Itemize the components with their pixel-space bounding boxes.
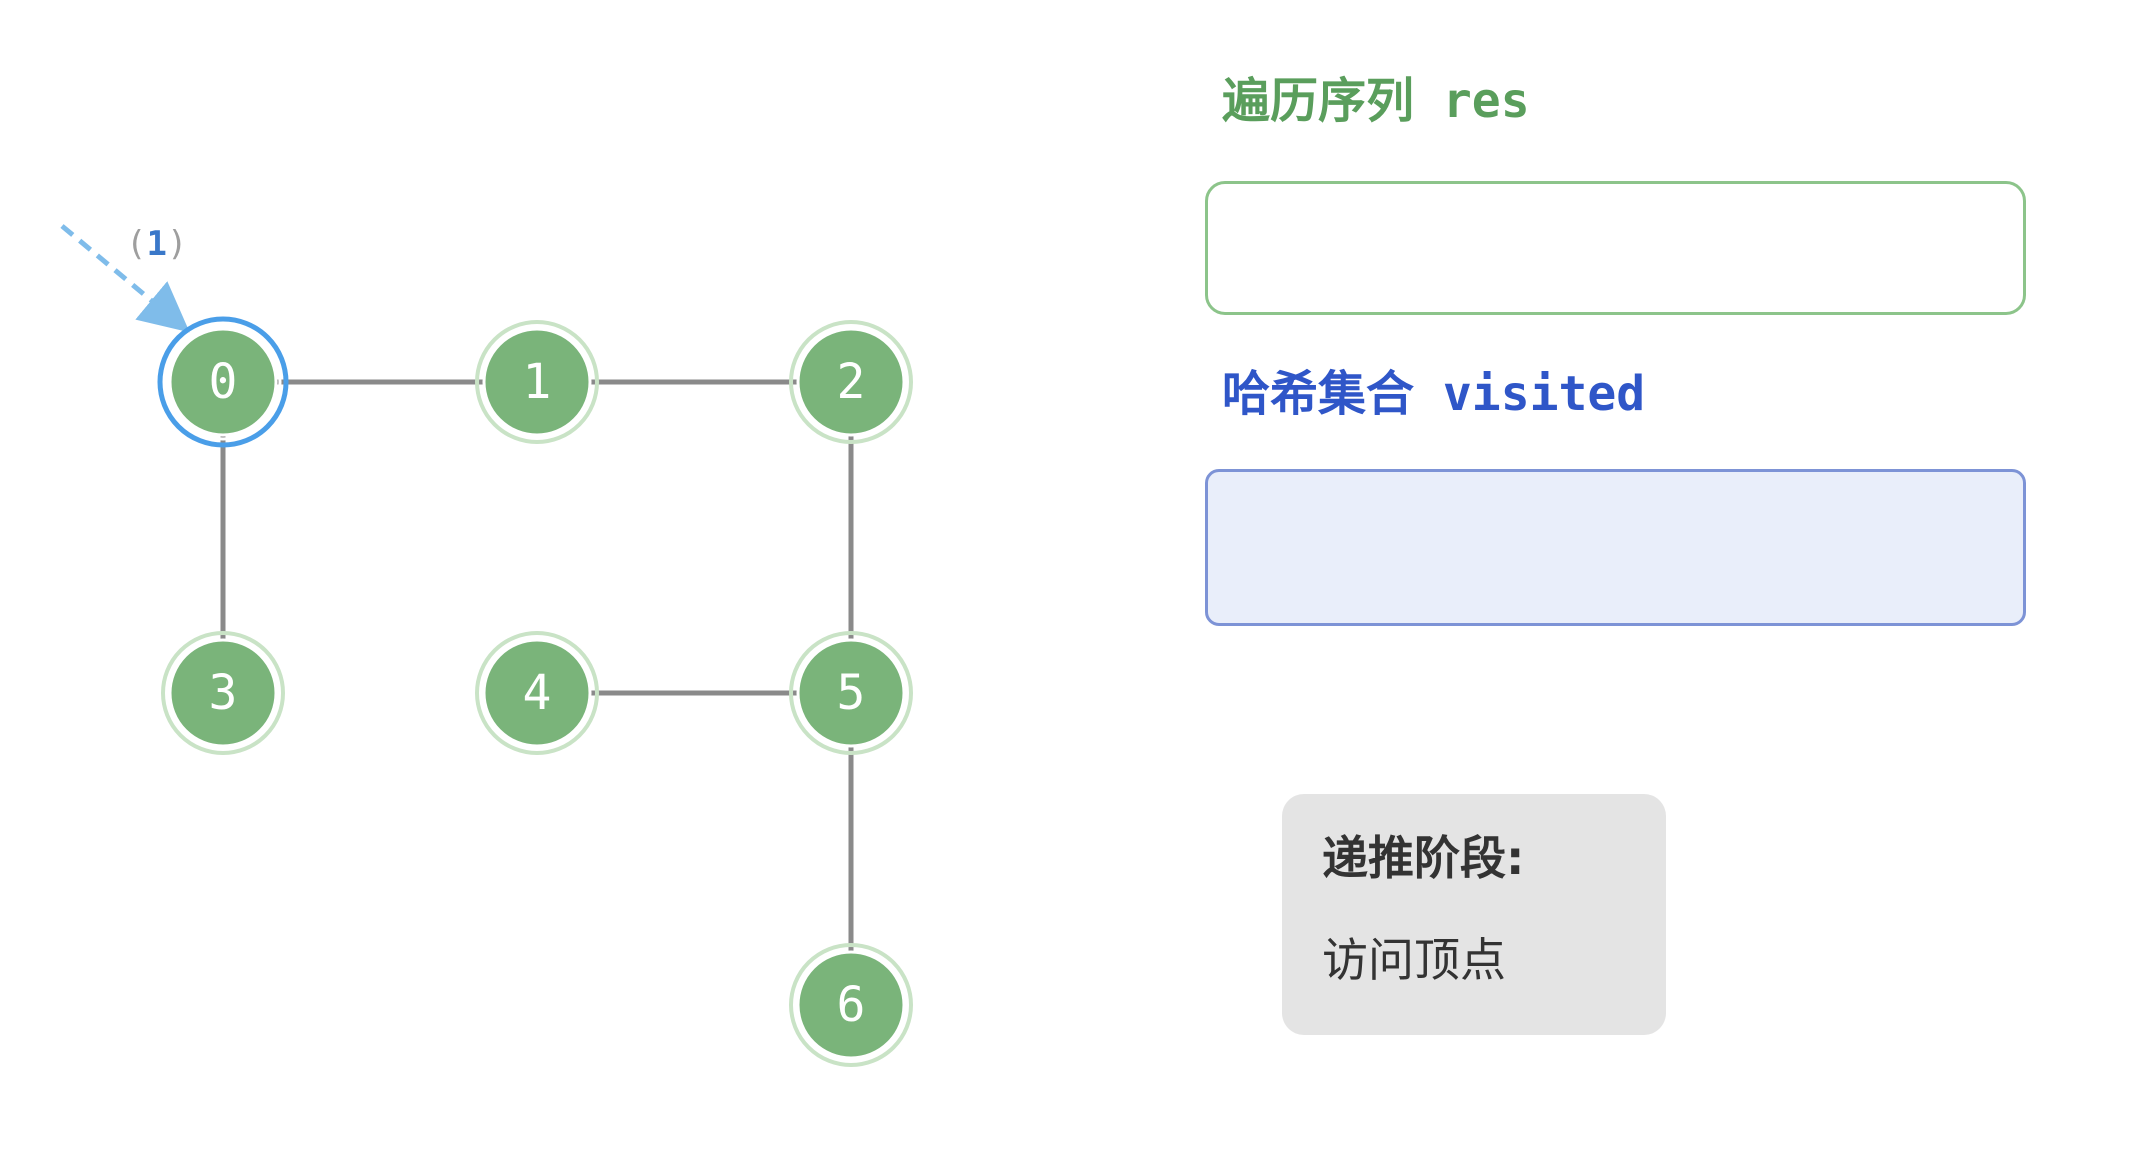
graph-node-4: 4 <box>475 631 599 755</box>
graph-node-6: 6 <box>789 943 913 1067</box>
step-marker-label: (1) <box>126 224 187 264</box>
step-marker-close: ) <box>166 224 188 264</box>
graph-node-2: 2 <box>789 320 913 444</box>
graph-node-1: 1 <box>475 320 599 444</box>
graph-node-0: 0 <box>157 316 289 448</box>
res-container <box>1205 181 2026 315</box>
phase-action: 访问顶点 <box>1322 933 1506 987</box>
graph-node-1-label: 1 <box>523 354 552 410</box>
visited-title: 哈希集合 visited <box>1222 366 1646 422</box>
graph-node-6-label: 6 <box>837 977 866 1033</box>
graph-node-0-label: 0 <box>209 354 238 410</box>
graph-node-2-label: 2 <box>837 354 866 410</box>
phase-panel <box>1282 794 1666 1035</box>
graph-nodes: 0 1 2 3 4 5 6 <box>157 316 913 1067</box>
step-marker-number: 1 <box>146 224 167 264</box>
graph-node-3: 3 <box>161 631 285 755</box>
graph-node-5: 5 <box>789 631 913 755</box>
visited-container <box>1205 469 2026 626</box>
graph-node-4-label: 4 <box>523 665 552 721</box>
graph-node-3-label: 3 <box>209 665 238 721</box>
graph-node-5-label: 5 <box>837 665 866 721</box>
step-marker-open: ( <box>126 224 147 264</box>
res-title: 遍历序列 res <box>1222 73 1530 129</box>
phase-title: 递推阶段: <box>1322 831 1525 885</box>
entry-arrow <box>60 224 190 333</box>
